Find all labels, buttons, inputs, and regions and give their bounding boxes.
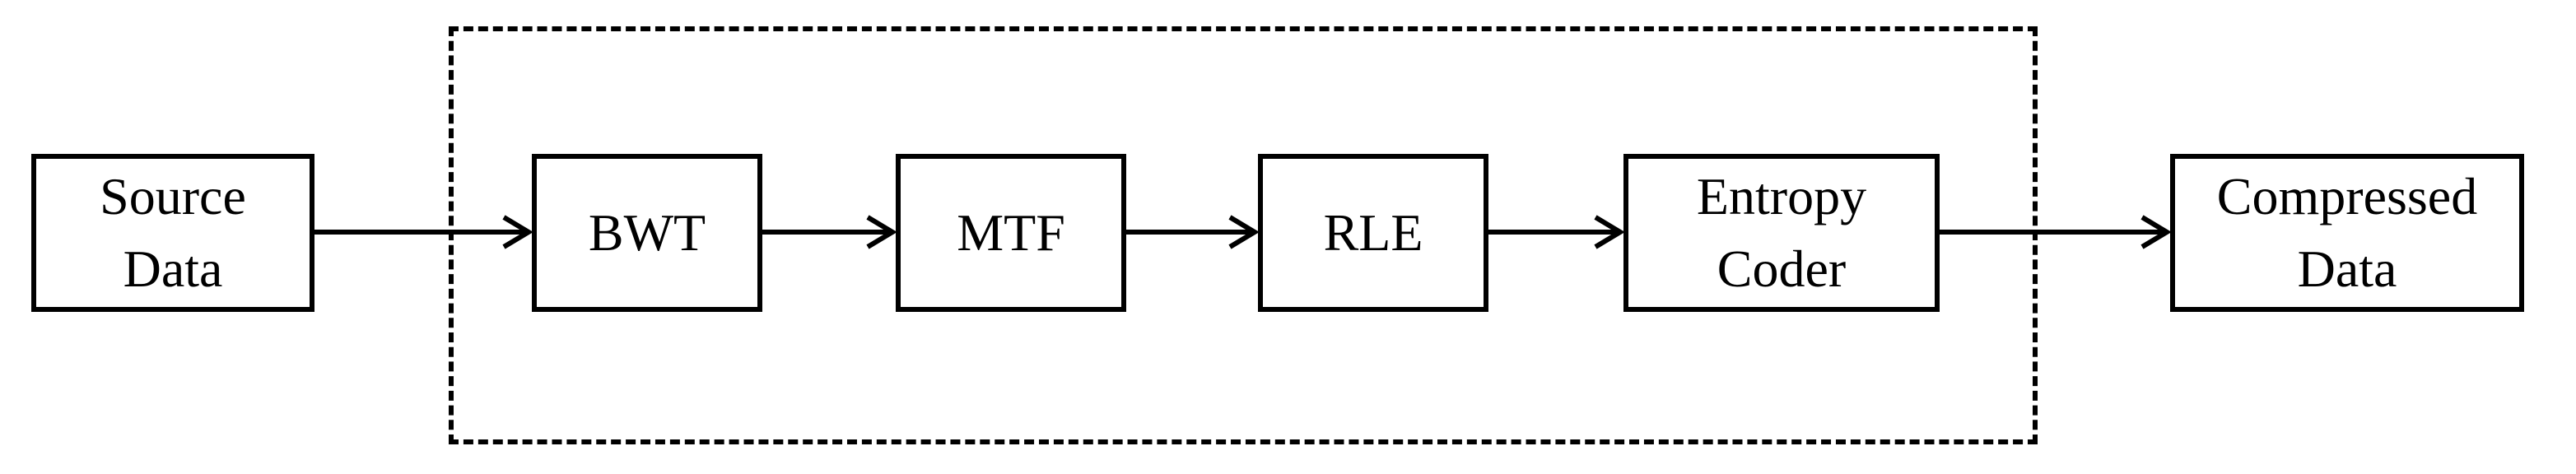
node-compressed-line-1: Compressed: [2216, 167, 2478, 225]
node-source-line-2: Data: [123, 239, 223, 298]
node-source-line-1: Source: [100, 167, 246, 225]
node-mtf: MTF: [896, 154, 1126, 312]
node-bwt-label: BWT: [588, 203, 706, 262]
node-rle-label: RLE: [1323, 203, 1423, 262]
node-mtf-label: MTF: [957, 203, 1065, 262]
arrow-mtf-to-rle: [1126, 215, 1260, 249]
node-entropy-coder: Entropy Coder: [1623, 154, 1940, 312]
node-compressed-line-2: Data: [2297, 239, 2397, 298]
arrow-entropy-to-compressed: [1940, 215, 2172, 249]
node-compressed-data: Compressed Data: [2170, 154, 2524, 312]
node-bwt: BWT: [532, 154, 762, 312]
node-rle: RLE: [1258, 154, 1488, 312]
arrow-source-to-bwt: [314, 215, 533, 249]
node-source-data: Source Data: [31, 154, 314, 312]
bwt-pipeline-dashed-group: [449, 26, 2038, 444]
node-entropy-line-1: Entropy: [1696, 167, 1867, 225]
arrow-bwt-to-mtf: [762, 215, 897, 249]
arrow-rle-to-entropy: [1488, 215, 1625, 249]
node-entropy-line-2: Coder: [1717, 239, 1847, 298]
